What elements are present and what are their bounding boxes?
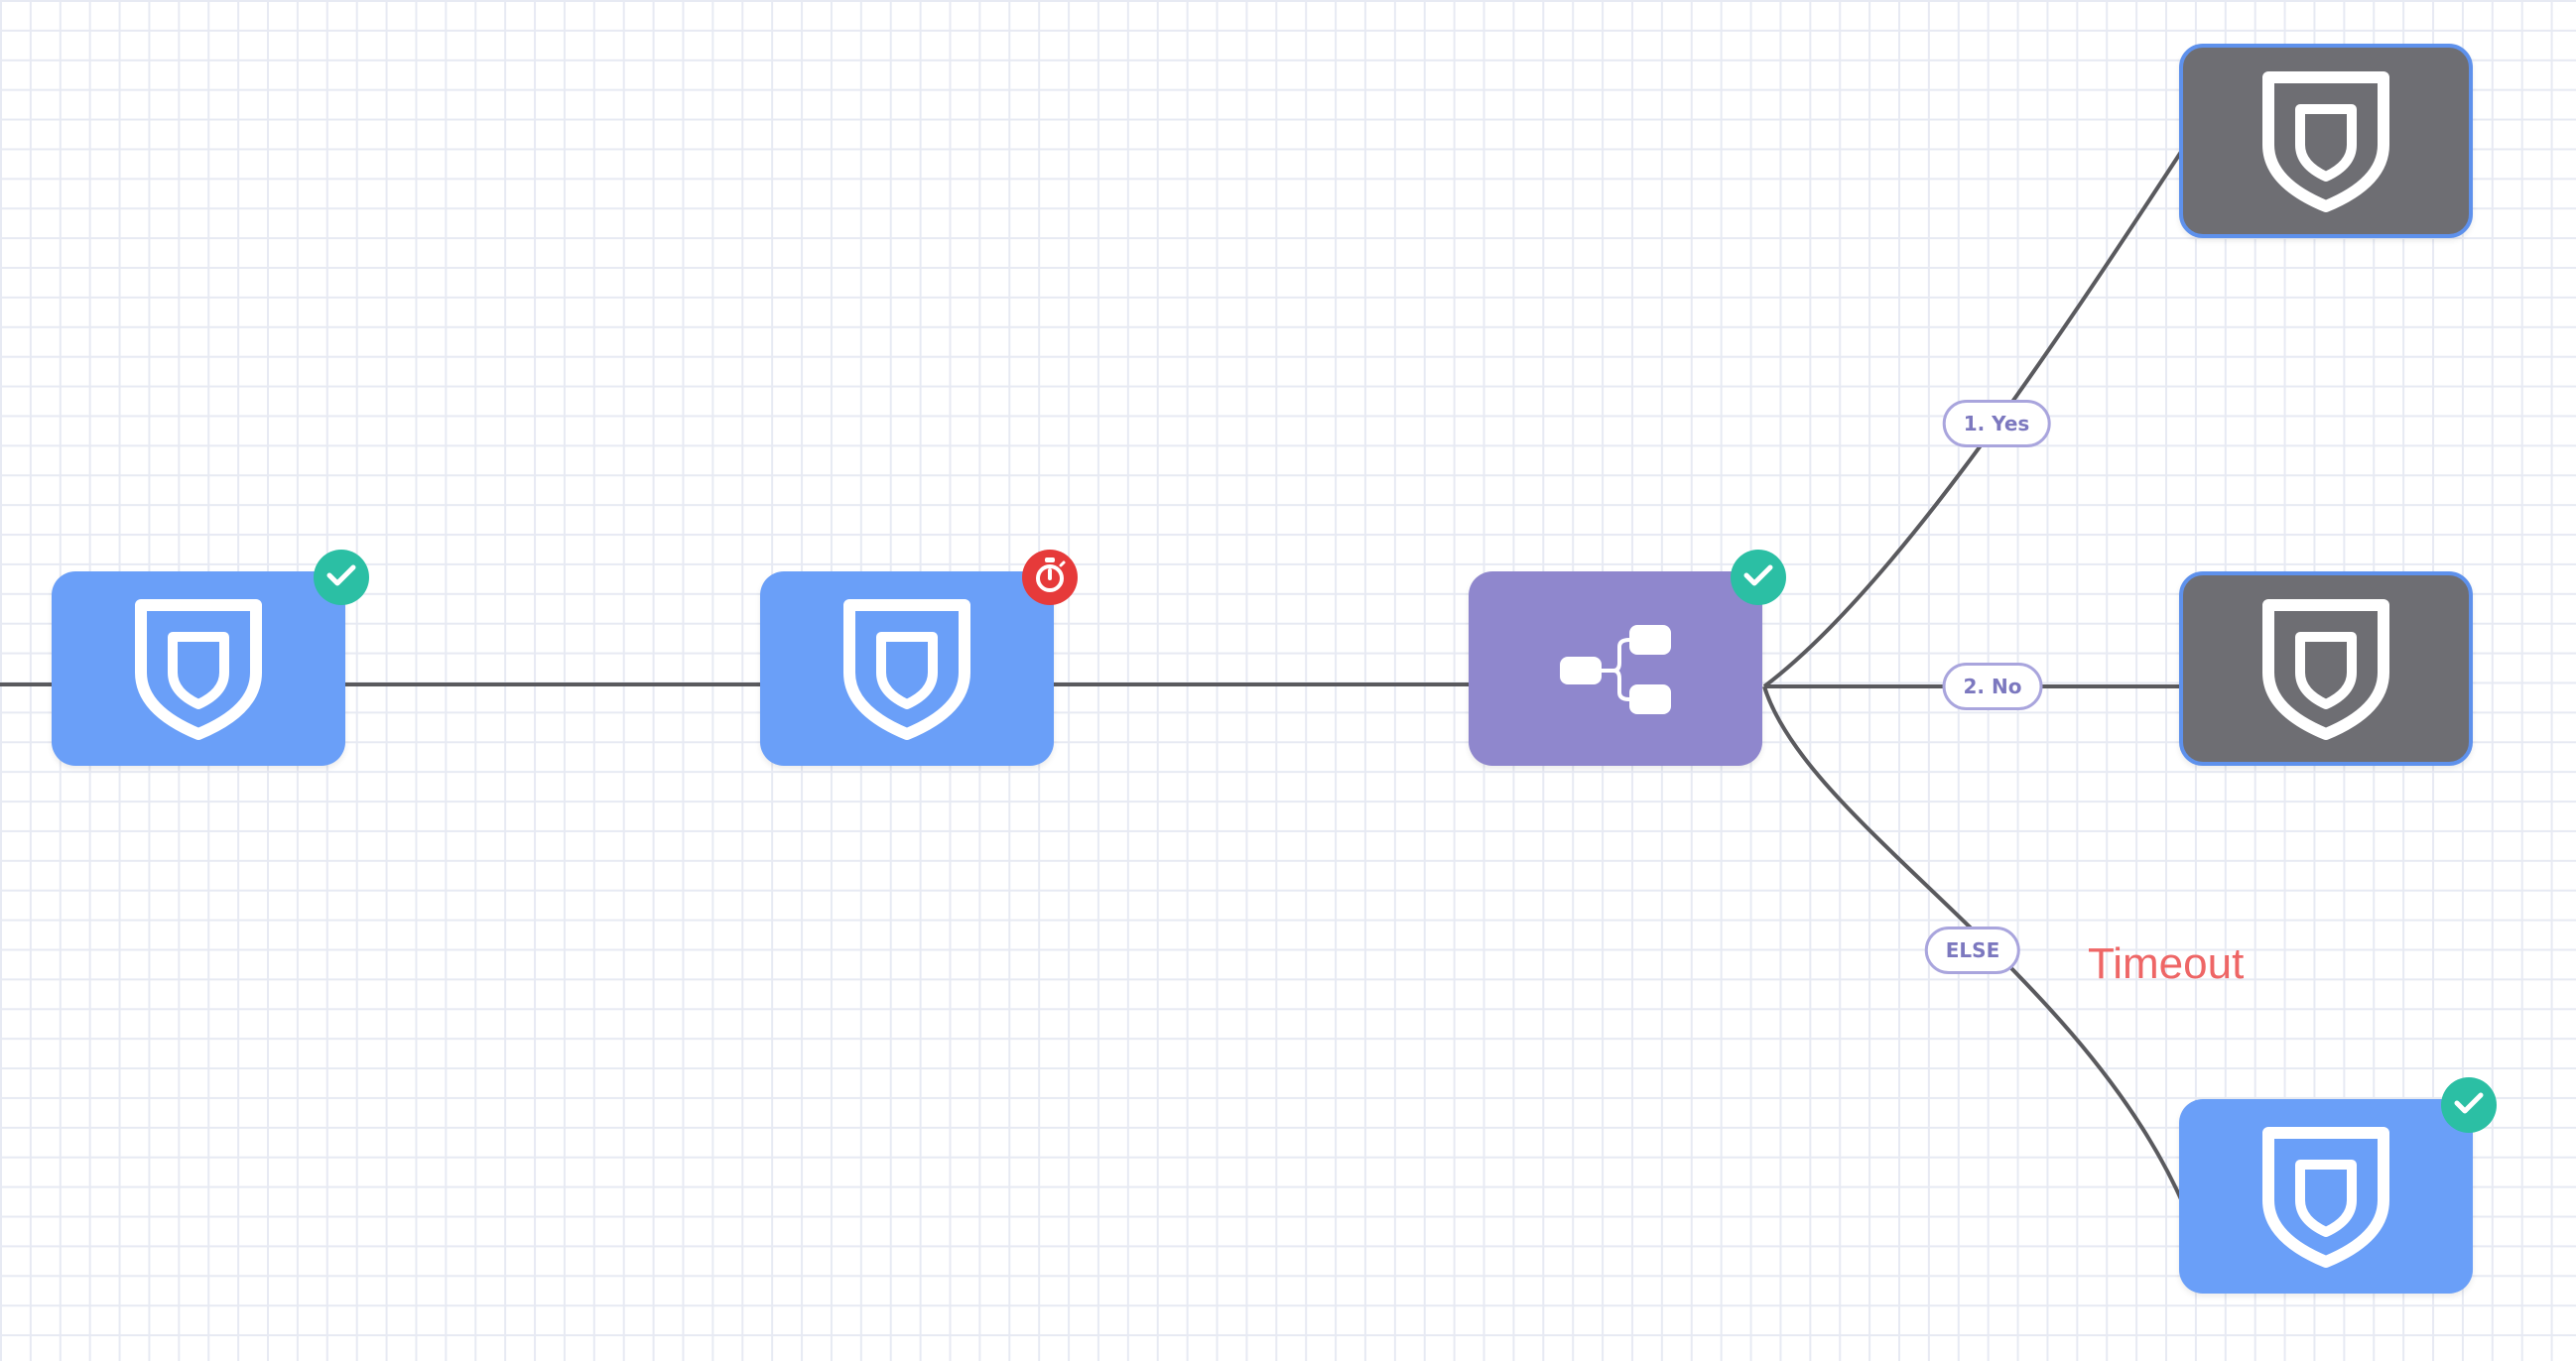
timeout-annotation: Timeout [2088, 939, 2245, 988]
skipped-node-yes[interactable] [2179, 44, 2473, 238]
branch-icon [1556, 619, 1675, 718]
edge-label-else[interactable]: ELSE [1924, 927, 2021, 974]
shield-icon [2260, 595, 2391, 742]
timeout-badge [1022, 550, 1078, 605]
success-badge [2441, 1077, 2497, 1133]
action-node-1[interactable] [52, 571, 345, 766]
router-node[interactable] [1469, 571, 1762, 766]
action-node-else[interactable] [2179, 1099, 2473, 1294]
check-icon [1743, 563, 1773, 592]
success-badge [1731, 550, 1786, 605]
shield-icon [2260, 67, 2391, 214]
stopwatch-icon [1033, 557, 1067, 599]
action-node-2[interactable] [760, 571, 1054, 766]
shield-icon [841, 595, 972, 742]
skipped-node-no[interactable] [2179, 571, 2473, 766]
shield-icon [133, 595, 264, 742]
edge-n3-n4[interactable] [1762, 147, 2185, 688]
success-badge [314, 550, 369, 605]
edge-label-yes[interactable]: 1. Yes [1942, 400, 2051, 447]
check-icon [326, 563, 356, 592]
shield-icon [2260, 1123, 2391, 1270]
edge-label-no[interactable]: 2. No [1942, 663, 2043, 710]
check-icon [2454, 1091, 2484, 1120]
edge-n3-n6[interactable] [1762, 685, 2187, 1209]
